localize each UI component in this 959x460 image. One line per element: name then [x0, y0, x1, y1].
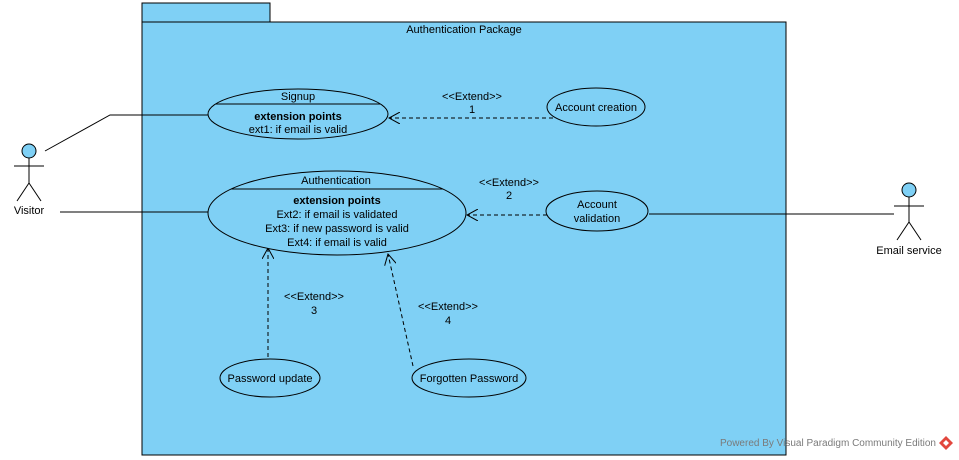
association-visitor-signup[interactable] [44, 114, 208, 152]
actor-visitor-icon [14, 143, 44, 202]
use-case-account-validation-shape [545, 190, 649, 232]
extend-stereotype-3: <<Extend>> [284, 291, 344, 303]
extend-labels: <<Extend>> 1 <<Extend>> 2 <<Extend>> 3 <… [284, 91, 539, 327]
extend-stereotype-4: <<Extend>> [418, 301, 478, 313]
actor-email-service[interactable]: Email service [876, 182, 942, 257]
use-case-account-validation[interactable]: Account validation [545, 190, 649, 232]
watermark-text: Powered By Visual Paradigm Community Edi… [720, 438, 936, 449]
extend-number-1: 1 [469, 104, 475, 116]
use-case-password-update[interactable]: Password update [219, 358, 321, 398]
use-case-authentication-extension-point-3: Ext3: if new password is valid [265, 223, 409, 235]
use-case-password-update-shape [219, 358, 321, 398]
use-case-forgotten-password-shape [411, 358, 527, 398]
visual-paradigm-logo-icon [939, 436, 953, 450]
use-case-signup[interactable]: Signup extension points ext1: if email i… [207, 88, 389, 140]
use-case-forgotten-password[interactable]: Forgotten Password [411, 358, 527, 398]
use-case-signup-shape [207, 88, 389, 140]
use-case-forgotten-password-name: Forgotten Password [420, 373, 518, 385]
extend-number-2: 2 [506, 190, 512, 202]
package-tab [141, 2, 271, 23]
extend-stereotype-2: <<Extend>> [479, 177, 539, 189]
extend-relations [268, 118, 553, 367]
use-case-signup-name: Signup [281, 91, 315, 103]
use-case-signup-extension-points-label: extension points [254, 111, 341, 123]
extend-number-4: 4 [445, 315, 451, 327]
use-case-password-update-name: Password update [228, 373, 313, 385]
use-case-authentication[interactable]: Authentication extension points Ext2: if… [207, 170, 467, 256]
use-case-account-creation-shape [546, 87, 646, 127]
extend-number-3: 3 [311, 305, 317, 317]
use-case-authentication-shape [207, 170, 467, 256]
association-lines [44, 114, 894, 215]
actor-visitor[interactable]: Visitor [14, 143, 45, 217]
extend-line-4[interactable] [388, 254, 414, 367]
use-case-authentication-extension-point-4: Ext4: if email is valid [287, 237, 387, 249]
watermark: Powered By Visual Paradigm Community Edi… [720, 436, 953, 450]
use-case-authentication-name: Authentication [301, 175, 371, 187]
use-case-account-creation[interactable]: Account creation [546, 87, 646, 127]
use-case-authentication-extension-points-label: extension points [293, 195, 380, 207]
use-case-account-validation-name-line-2: validation [574, 213, 620, 225]
use-case-account-validation-name-line-1: Account [577, 199, 617, 211]
actor-visitor-name: Visitor [14, 205, 45, 217]
actor-email-service-icon [894, 182, 924, 241]
extend-stereotype-1: <<Extend>> [442, 91, 502, 103]
package-name: Authentication Package [406, 24, 522, 36]
use-case-signup-extension-point: ext1: if email is valid [249, 124, 347, 136]
actor-email-service-name: Email service [876, 245, 941, 257]
use-case-authentication-extension-point-2: Ext2: if email is validated [276, 209, 397, 221]
use-case-account-creation-name: Account creation [555, 102, 637, 114]
